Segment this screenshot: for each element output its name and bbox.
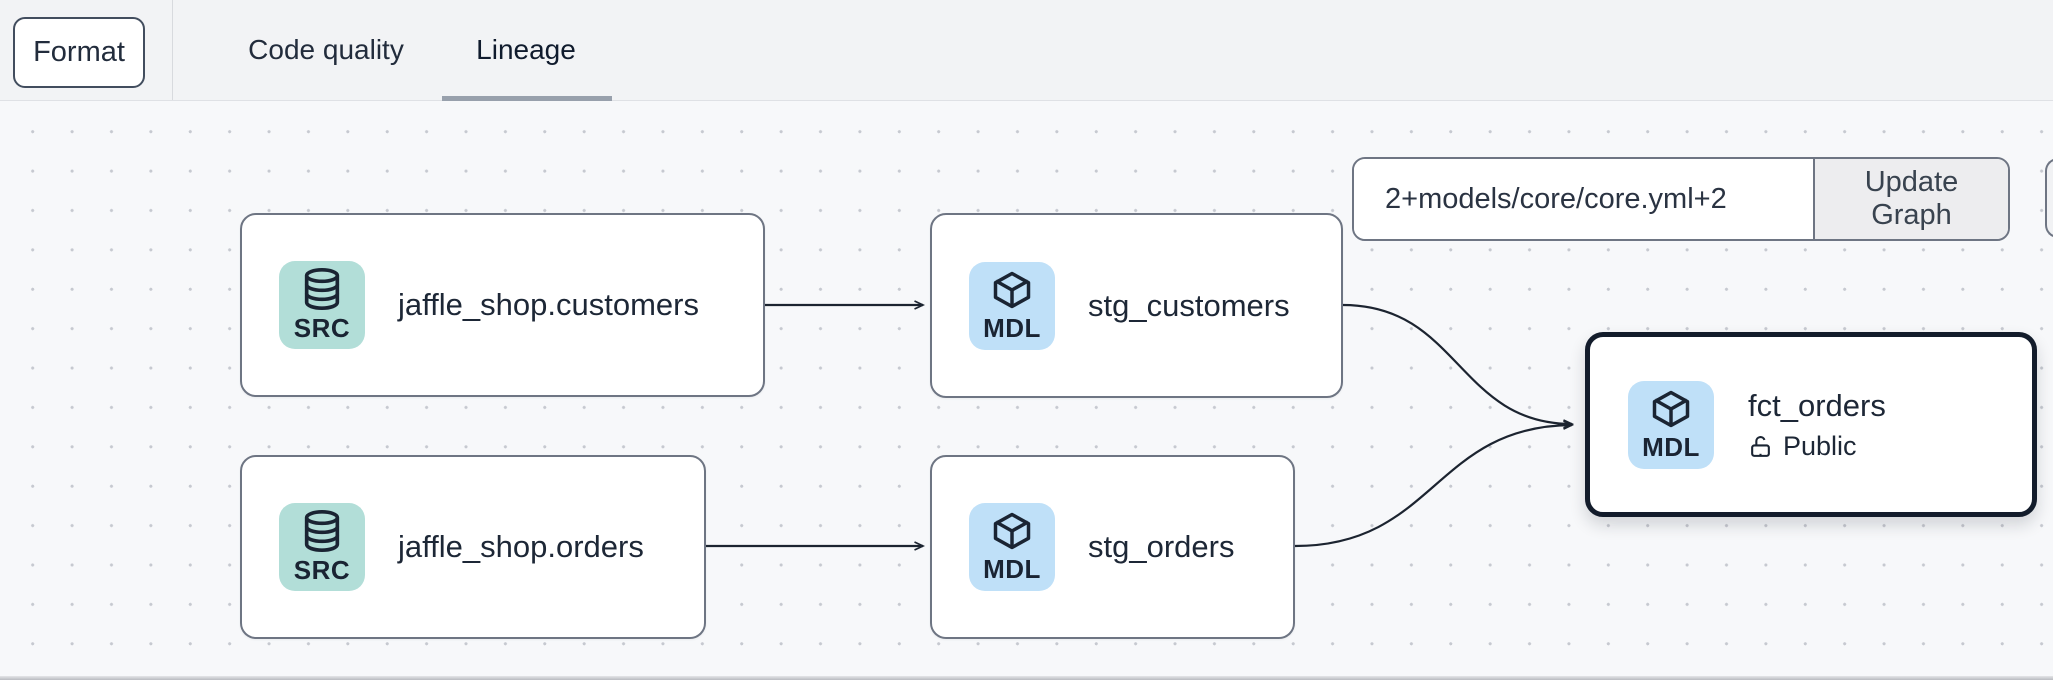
- source-node-tile: SRC: [279, 261, 365, 349]
- update-graph-button[interactable]: Update Graph: [1813, 159, 2008, 239]
- model-node-tile: MDL: [969, 261, 1055, 350]
- graph-selector-control: Update Graph: [1352, 157, 2010, 241]
- node-title: fct_orders: [1748, 387, 1886, 423]
- model-node-tile: MDL: [969, 503, 1055, 591]
- top-bar: Format Code quality Lineage: [0, 0, 2053, 101]
- node-stg-orders[interactable]: MDL stg_orders: [930, 455, 1295, 639]
- tab-code-quality[interactable]: Code quality: [248, 33, 404, 65]
- node-type-badge: MDL: [1642, 431, 1700, 462]
- node-title: jaffle_shop.orders: [398, 529, 644, 564]
- node-title: jaffle_shop.customers: [398, 287, 699, 322]
- node-stg-customers[interactable]: MDL stg_customers: [930, 213, 1343, 398]
- access-badge: Public: [1748, 431, 1886, 462]
- format-button[interactable]: Format: [13, 17, 145, 88]
- database-icon: [304, 510, 340, 552]
- node-type-badge: MDL: [983, 554, 1041, 584]
- cube-icon: [993, 271, 1031, 308]
- node-type-badge: SRC: [293, 555, 351, 585]
- node-title: stg_orders: [1088, 529, 1235, 564]
- active-tab-indicator: [442, 96, 612, 101]
- tab-lineage[interactable]: Lineage: [476, 33, 576, 65]
- unlock-icon: [1751, 435, 1770, 457]
- edge-stg-orders-to-fct: [1294, 420, 1574, 548]
- node-jaffle-shop-orders[interactable]: SRC jaffle_shop.orders: [240, 455, 706, 639]
- edge-stg-customers-to-fct: [1342, 303, 1574, 429]
- node-type-badge: MDL: [983, 312, 1041, 343]
- node-jaffle-shop-customers[interactable]: SRC jaffle_shop.customers: [240, 213, 765, 397]
- toolbar-divider: [172, 0, 173, 100]
- node-type-badge: SRC: [293, 313, 351, 343]
- access-label: Public: [1783, 430, 1857, 461]
- source-node-tile: SRC: [279, 503, 365, 591]
- node-selector-input[interactable]: [1354, 159, 1813, 239]
- bottom-edge-strip: [0, 676, 2053, 680]
- cube-icon: [1652, 390, 1690, 427]
- node-title: stg_customers: [1088, 287, 1290, 323]
- lineage-canvas[interactable]: SRC jaffle_shop.customers MDL stg_custom…: [0, 101, 2053, 680]
- cube-icon: [993, 512, 1031, 550]
- model-node-tile: MDL: [1628, 380, 1714, 469]
- clipped-right-button[interactable]: [2045, 158, 2053, 238]
- node-fct-orders[interactable]: MDL fct_orders Public: [1585, 332, 2037, 517]
- database-icon: [304, 268, 340, 310]
